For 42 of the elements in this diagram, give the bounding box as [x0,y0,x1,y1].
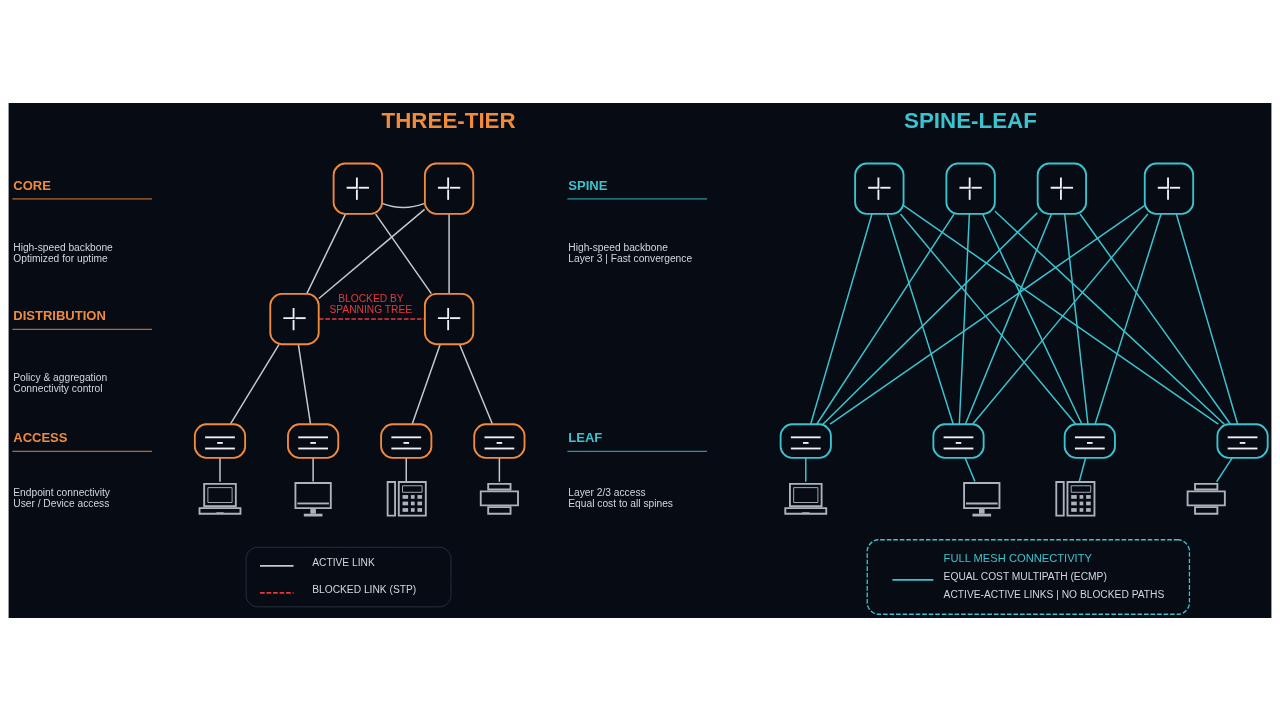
node-box [193,422,247,459]
connector [318,208,426,299]
connector [899,212,1077,425]
label: LEAF [568,429,603,445]
connector [306,212,347,294]
connector [829,204,1146,425]
node-box [269,292,320,345]
connector [971,212,1149,425]
node-box [779,422,832,459]
node-box [1143,162,1195,215]
edge-label: BLOCKED BY SPANNING TREE [329,292,413,315]
node-box [473,422,526,459]
connector [903,204,1219,425]
node-box [945,162,996,215]
label: CORE [13,177,51,193]
connector [994,210,1226,425]
node-box [1036,162,1087,215]
connector [822,211,1039,425]
node-box: FULL MESH CONNECTIVITY EQUAL COST MULTIPATH (ECMP) ACTIVE-ACTIVE LINKS | NO BLOCKED PATHS [866,538,1191,615]
node-box [932,422,985,459]
node-box [332,162,383,215]
label: Endpoint connectivity User / Device access [13,486,110,509]
label: Layer 2/3 access Equal cost to all spines [568,486,673,509]
node-box [287,422,340,459]
label: Policy & aggregation Connectivity control [13,371,108,394]
legend-label: ACTIVE LINK [312,556,375,568]
node-box [1063,422,1116,459]
label: ACCESS [13,429,68,445]
label: SPINE [568,177,608,193]
label: THREE-TIER [381,107,516,133]
label: High-speed backbone Optimized for uptime [13,241,113,264]
node-box [1216,422,1269,459]
label: SPINE-LEAF [904,107,1037,133]
node-box [380,422,433,459]
node-box [423,162,475,215]
node-box [423,292,475,345]
connector [374,212,433,294]
connector [381,202,426,208]
label: High-speed backbone Layer 3 | Fast convergence [568,241,693,264]
label: DISTRIBUTION [13,307,106,323]
node-box [854,162,905,215]
legend-label: BLOCKED LINK (STP) [312,583,417,595]
